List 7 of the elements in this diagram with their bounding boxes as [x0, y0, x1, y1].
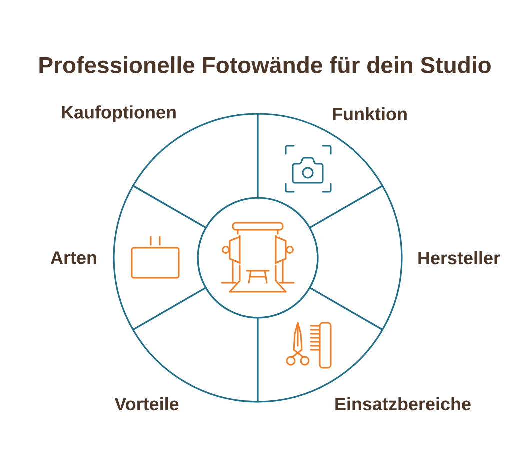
- segment-label: Funktion: [333, 107, 407, 121]
- segment-label: Arten: [50, 252, 96, 264]
- segment-label: Kaufoptionen: [62, 106, 176, 122]
- segment-label: Einsatzbereiche: [336, 397, 471, 411]
- segment-label: Hersteller: [418, 251, 500, 265]
- title: Professionelle Fotowände für dein Studio: [40, 56, 491, 74]
- segment-label: Vorteile: [114, 397, 179, 411]
